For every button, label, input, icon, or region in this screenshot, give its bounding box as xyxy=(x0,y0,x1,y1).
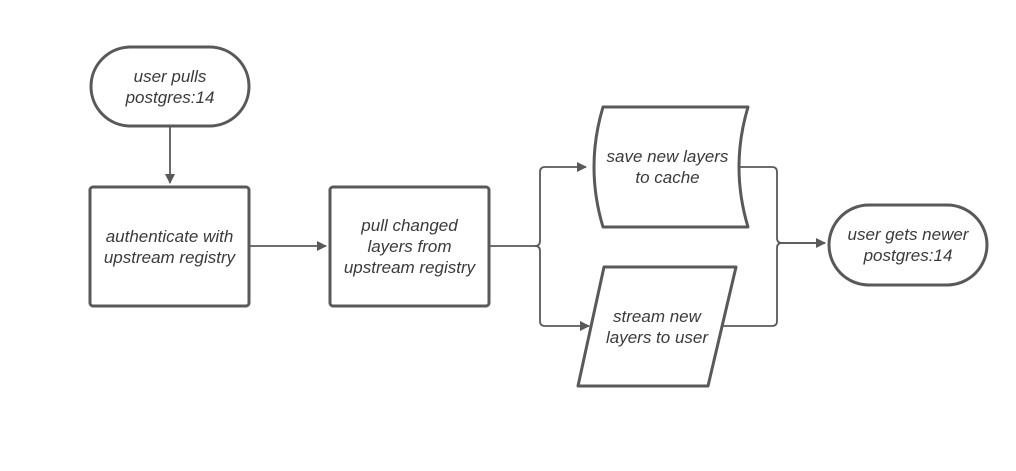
save-cache-label: save new layers to cache xyxy=(606,147,729,187)
authenticate-process-label: authenticate with upstream registry xyxy=(103,226,236,267)
save-cache-storage-shape xyxy=(592,105,750,229)
end-terminator-shape xyxy=(827,203,989,287)
connector-pull-to-stream xyxy=(534,245,590,331)
stream-io-shape xyxy=(576,265,738,388)
connector-pull-to-save xyxy=(489,162,587,247)
end-terminator-label: user gets newer postgres:14 xyxy=(847,225,969,265)
connector-stream-to-end xyxy=(722,242,825,327)
connector-save-to-end xyxy=(738,166,826,248)
pull-process-label: pull changed layers from upstream regist… xyxy=(343,216,476,277)
stream-io-label: stream new layers to user xyxy=(605,306,709,347)
start-terminator-label: user pulls postgres:14 xyxy=(125,66,215,107)
